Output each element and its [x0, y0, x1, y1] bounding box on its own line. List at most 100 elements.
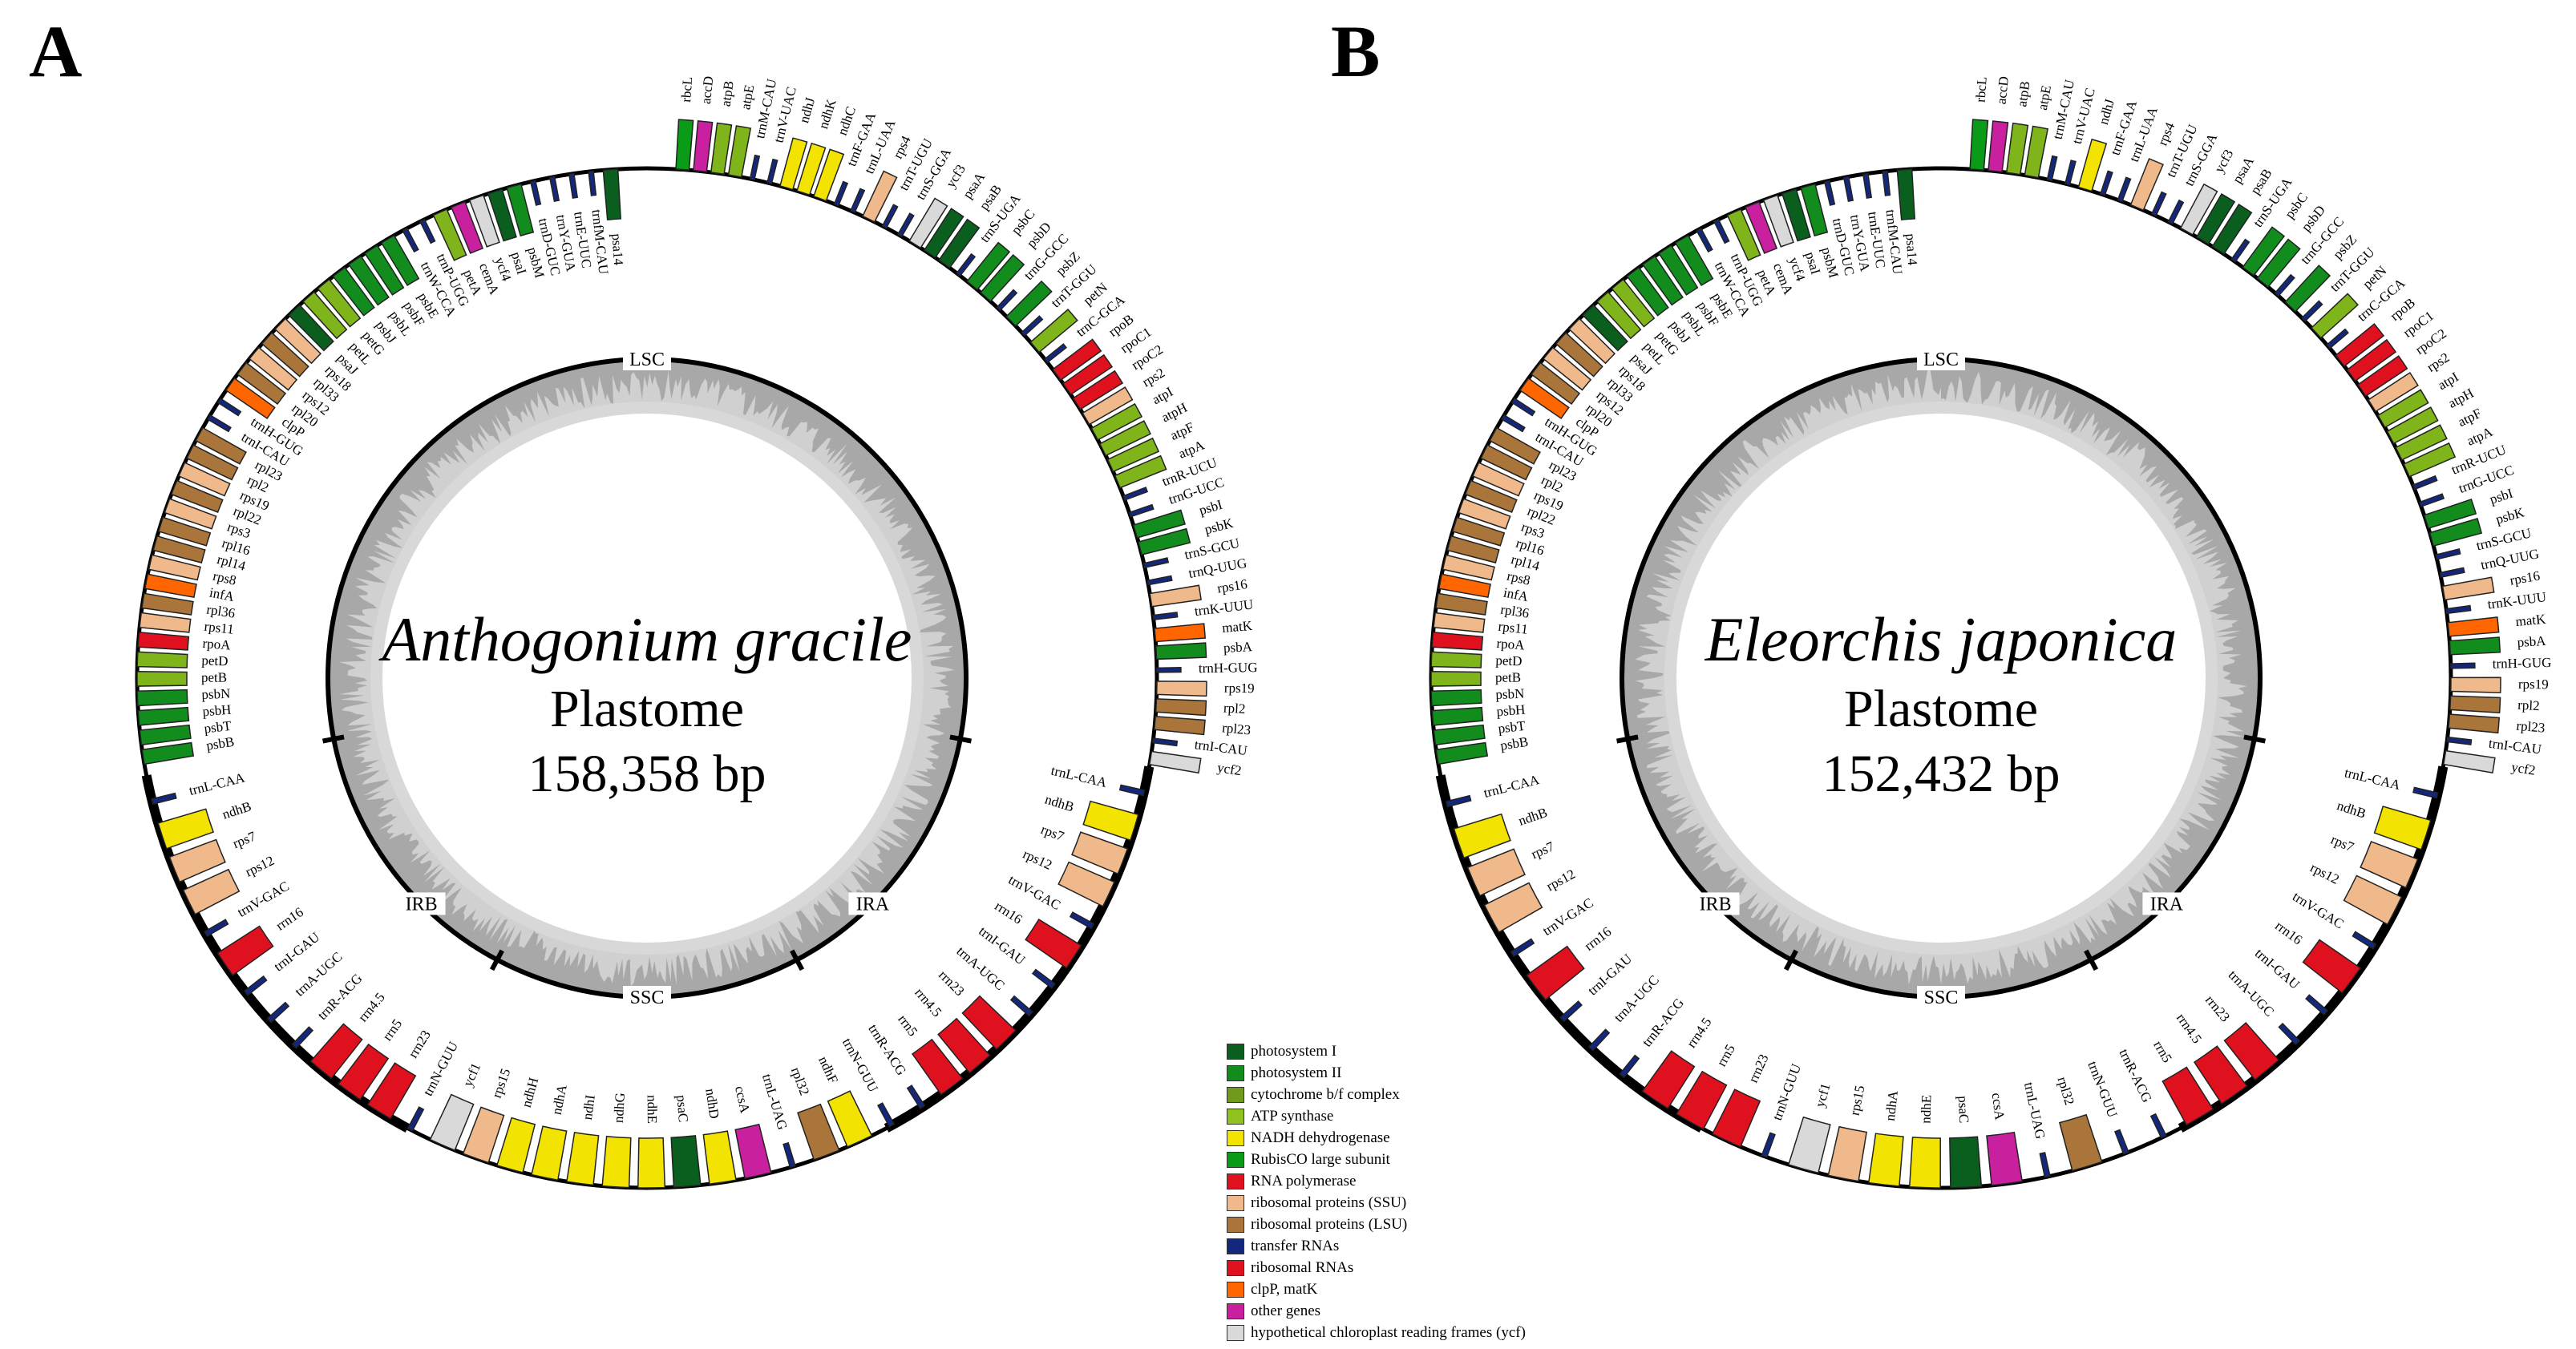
ir-ssc-label-rpl32: rpl32: [788, 1065, 812, 1097]
outer-gene-ndhk: [796, 142, 827, 196]
legend-swatch: [1227, 1173, 1244, 1189]
inner-gene-trnp-ugg: [419, 218, 436, 244]
ir-ssc-label-ndha: ndhA: [549, 1083, 570, 1117]
ir-ssc-gene-ndha: [1867, 1133, 1904, 1187]
inner-gene-rpl23: [195, 426, 247, 465]
outer-gene-psbd: [980, 254, 1025, 302]
ir-ssc-gene-ndhb: [1453, 813, 1511, 859]
outer-gene-trni-cau: [2446, 736, 2473, 745]
inner-gene-psbn: [1430, 689, 1482, 707]
outer-gene-trnt-ugu: [881, 204, 899, 229]
inner-label-psbn: psbN: [201, 686, 231, 702]
inner-label-rpl36: rpl36: [205, 602, 236, 621]
inner-gene-psbf: [1658, 244, 1699, 296]
ir-ssc-label-trnr-acg: trnR-ACG: [1639, 996, 1687, 1050]
inner-label-petd: petD: [1495, 652, 1523, 668]
outer-gene-rps2: [2367, 371, 2419, 413]
inner-gene-rps11: [1433, 612, 1486, 633]
region-label-bg: [848, 892, 897, 915]
ir-ssc-label-rps15: rps15: [1847, 1084, 1868, 1117]
legend-label: RubisCO large subunit: [1251, 1151, 1390, 1168]
inner-gene-ycf4: [1762, 194, 1794, 248]
inner-gene-psbb: [1435, 741, 1489, 765]
outer-gene-psab: [938, 218, 981, 269]
outer-label-atpe: atpE: [2035, 84, 2054, 111]
inner-gene-rpl22: [170, 479, 224, 513]
inner-gene-trnw-cca: [402, 227, 419, 253]
outer-label-trni-cau: trnI-CAU: [2488, 736, 2542, 757]
inner-gene-trne-uuc: [568, 172, 579, 199]
region-boundary-tick: [2084, 949, 2099, 971]
inner-gene-peta: [432, 208, 467, 261]
ir-ssc-label-rrn4.5: rrn4.5: [355, 990, 388, 1025]
outer-gene-rpl23: [1153, 715, 1206, 736]
inner-label-psa14: psa14: [609, 233, 626, 266]
ir-ssc-gene-rrn5: [1676, 1070, 1728, 1130]
ir-ssc-label-trnv-gac: trnV-GAC: [1540, 895, 1596, 938]
outer-gene-trnc-gca: [1043, 343, 1068, 364]
inner-gene-cema: [450, 200, 484, 254]
inner-gene-petd: [1430, 651, 1482, 668]
outer-gene-psbd: [2256, 238, 2301, 289]
outer-gene-trnq-uug: [2439, 567, 2465, 579]
outer-gene-ycf2: [1148, 750, 1202, 774]
outer-gene-trns-gcu: [2435, 548, 2461, 560]
plastome-label-b: Plastome: [1844, 680, 2038, 739]
ir-ssc-gene-trnv-gac: [2352, 931, 2377, 950]
ir-ssc-gene-rps7: [1071, 831, 1129, 875]
outer-gene-trni-cau: [1152, 737, 1179, 747]
legend-swatch: [1227, 1324, 1244, 1341]
outer-label-atpi: atpI: [1150, 384, 1176, 407]
outer-label-rbcl: rbcL: [1973, 76, 1990, 103]
inner-label-petd: petD: [201, 652, 228, 668]
legend-label: ribosomal proteins (LSU): [1251, 1216, 1408, 1233]
ir-ssc-label-ndhi: ndhI: [580, 1093, 598, 1121]
inner-gene-psai: [1781, 188, 1811, 242]
outer-label-atpa: atpA: [2465, 424, 2496, 449]
ir-ssc-gene-trnl-uag: [2039, 1152, 2051, 1178]
ir-ssc-label-rps7: rps7: [1529, 838, 1557, 862]
legend-label: ATP synthase: [1251, 1108, 1334, 1125]
outer-gene-psba: [2449, 636, 2501, 656]
outer-label-rpl2: rpl2: [2517, 697, 2540, 713]
outer-gene-ycf2: [2442, 749, 2496, 773]
ir-ssc-label-psac: psaC: [673, 1094, 691, 1122]
ir-ssc-label-ndhb: ndhB: [1043, 792, 1076, 815]
inner-gene-ycf4: [468, 194, 500, 248]
outer-gene-trns-uga: [956, 252, 977, 277]
region-label-lsc: LSC: [1923, 349, 1959, 370]
inner-label-rpoa: rpoA: [1496, 636, 1526, 653]
legend-item: ribosomal RNAs: [1227, 1257, 1526, 1278]
plastome-label-a: Plastome: [550, 680, 744, 739]
outer-gene-trnt-ggu: [2301, 300, 2323, 322]
panel-letter-a: A: [29, 10, 83, 92]
outer-gene-accd: [1988, 120, 2009, 173]
outer-gene-trnl-uaa: [850, 188, 866, 214]
ir-ssc-gene-rrn23: [366, 1062, 417, 1120]
outer-label-rps16: rps16: [2509, 568, 2541, 588]
ir-ssc-gene-ycf1: [1787, 1116, 1831, 1174]
inner-gene-rps18: [274, 317, 322, 365]
ir-ssc-label-rrn23: rrn23: [1745, 1052, 1772, 1084]
outer-label-atpb: atpB: [2014, 80, 2032, 107]
ir-ssc-gene-ndhg: [601, 1135, 632, 1189]
inner-label-petb: petB: [201, 670, 227, 685]
ir-ssc-gene-ndhf: [827, 1090, 873, 1148]
inner-label-psa14: psa14: [1903, 233, 1920, 266]
outer-gene-trnf-gaa: [2099, 170, 2113, 196]
inner-gene-rpl33: [261, 332, 309, 378]
inner-label-psbh: psbH: [202, 702, 232, 720]
inner-gene-petb: [1430, 670, 1482, 687]
outer-label-rpl23: rpl23: [2516, 718, 2546, 736]
ir-ssc-label-rrn16: rrn16: [1582, 923, 1615, 953]
outer-gene-trns-gcu: [1142, 557, 1170, 569]
inner-gene-trnh-gug: [216, 398, 242, 417]
ir-ssc-gene-ndhb: [157, 808, 215, 850]
outer-label-matk: matK: [1221, 618, 1253, 636]
inner-gene-psbt: [139, 724, 192, 746]
region-boundary-tick: [1616, 734, 1639, 744]
outer-gene-rps4: [2129, 158, 2164, 212]
